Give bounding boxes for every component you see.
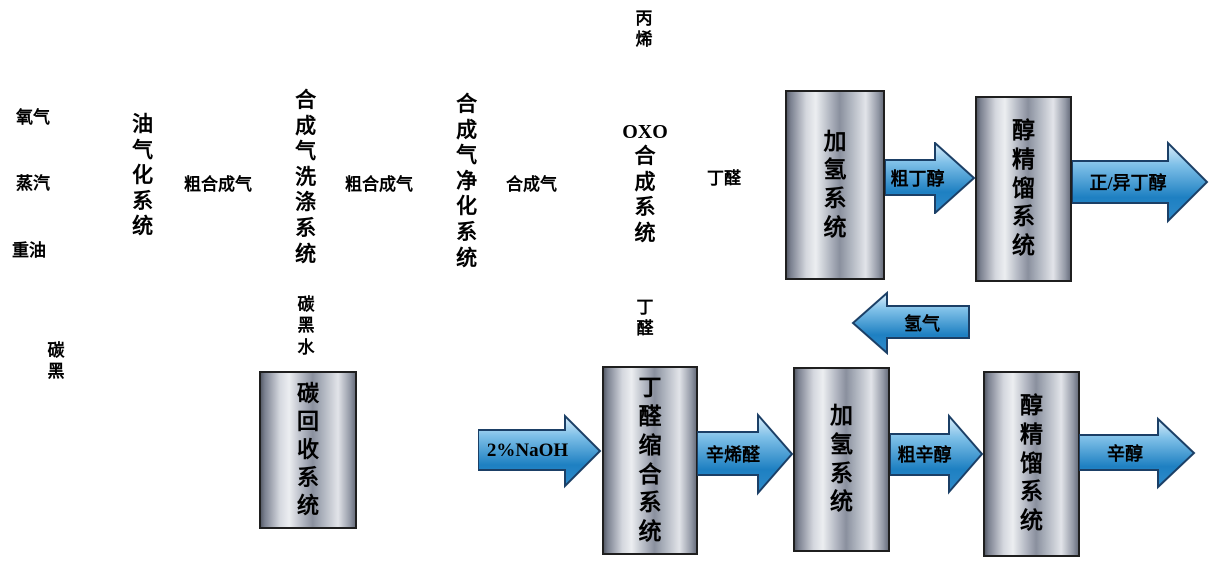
box-hydrogenation-system-bottom-label: 加氢系统 (829, 403, 853, 515)
label-carbon-black: 碳黑 (47, 341, 65, 382)
box-alcohol-distillation-system-bottom: 醇精馏系统 (983, 371, 1080, 557)
arrow-octanol: 辛醇 (1079, 416, 1197, 490)
box-carbon-recovery-system: 碳回收系统 (259, 371, 357, 529)
oxo-title: OXO (622, 121, 668, 143)
box-hydrogenation-system-bottom: 加氢系统 (793, 367, 890, 552)
label-crude-syngas-1: 粗合成气 (184, 175, 252, 194)
arrow-crude-butanol-label: 粗丁醇 (890, 169, 945, 189)
box-alcohol-distillation-system-top-label: 醇精馏系统 (1011, 118, 1035, 259)
label-syngas: 合成气 (506, 175, 557, 194)
label-crude-syngas-2: 粗合成气 (345, 175, 413, 194)
arrow-naoh-feed-label: 2%NaOH (486, 440, 569, 461)
label-syngas-washing-system: 合成气洗涤系统 (295, 88, 317, 266)
label-butyraldehyde-bottom: 丁醛 (636, 298, 654, 339)
arrow-n-iso-butanol-label: 正/异丁醇 (1089, 173, 1167, 193)
box-hydrogenation-system-top: 加氢系统 (785, 90, 885, 280)
label-propylene: 丙烯 (635, 9, 653, 50)
label-carbon-black-water: 碳黑水 (297, 295, 315, 357)
box-condensation-system: 丁醛缩合系统 (602, 366, 698, 555)
label-oxygen: 氧气 (16, 108, 50, 127)
box-alcohol-distillation-system-bottom-label: 醇精馏系统 (1019, 393, 1043, 534)
arrow-n-iso-butanol: 正/异丁醇 (1072, 140, 1210, 224)
arrow-hydrogen-label: 氢气 (904, 314, 940, 334)
box-condensation-system-label: 丁醛缩合系统 (638, 375, 662, 544)
arrow-crude-octanol: 粗辛醇 (890, 413, 985, 495)
box-hydrogenation-system-top-label: 加氢系统 (823, 128, 847, 240)
label-syngas-purification-system: 合成气净化系统 (456, 92, 478, 270)
label-butyraldehyde-top: 丁醛 (707, 169, 741, 188)
box-alcohol-distillation-system-top: 醇精馏系统 (975, 96, 1072, 282)
arrow-octenal-label: 辛烯醛 (706, 445, 760, 465)
arrow-crude-octanol-label: 粗辛醇 (897, 445, 952, 465)
label-heavy-oil: 重油 (12, 241, 46, 260)
label-oxo-synthesis-system: OXO 合成系统 (618, 120, 672, 246)
label-gasification-system: 油气化系统 (132, 112, 154, 239)
arrow-crude-butanol: 粗丁醇 (885, 142, 976, 214)
arrow-hydrogen: 氢气 (850, 291, 970, 355)
box-carbon-recovery-system-label: 碳回收系统 (296, 380, 319, 519)
oxo-body: 合成系统 (634, 144, 656, 245)
arrow-octenal: 辛烯醛 (697, 412, 795, 496)
arrow-naoh-feed: 2%NaOH (478, 413, 603, 489)
arrow-octanol-label: 辛醇 (1107, 444, 1143, 464)
label-steam: 蒸汽 (16, 174, 50, 193)
